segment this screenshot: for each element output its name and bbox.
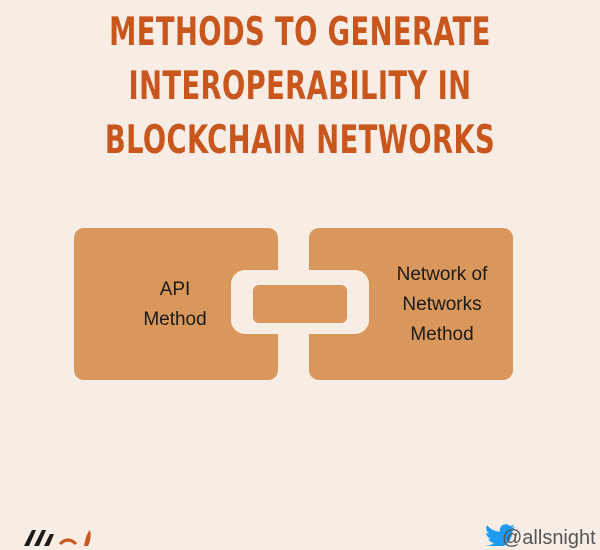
api-method-label: API Method	[74, 275, 276, 335]
title-line-3: BLOCKCHAIN NETWORKS	[104, 118, 496, 163]
title-line-2: INTEROPERABILITY IN	[128, 64, 472, 109]
network-line-2: Networks	[402, 294, 482, 315]
title-line-1: METHODS TO GENERATE	[109, 10, 491, 55]
network-line-1: Network of	[396, 264, 488, 285]
page-title: METHODS TO GENERATE INTEROPERABILITY IN …	[0, 6, 600, 168]
brand-logo-icon	[24, 530, 91, 546]
twitter-handle[interactable]: @allsnight	[502, 527, 596, 549]
network-line-3: Method	[410, 324, 474, 345]
network-of-networks-label: Network of Networks Method	[367, 260, 517, 350]
network-of-networks-box: Network of Networks Method	[309, 228, 513, 380]
chain-link-bar	[253, 285, 347, 323]
api-method-line-1: API	[159, 279, 191, 300]
api-method-line-2: Method	[143, 309, 207, 330]
